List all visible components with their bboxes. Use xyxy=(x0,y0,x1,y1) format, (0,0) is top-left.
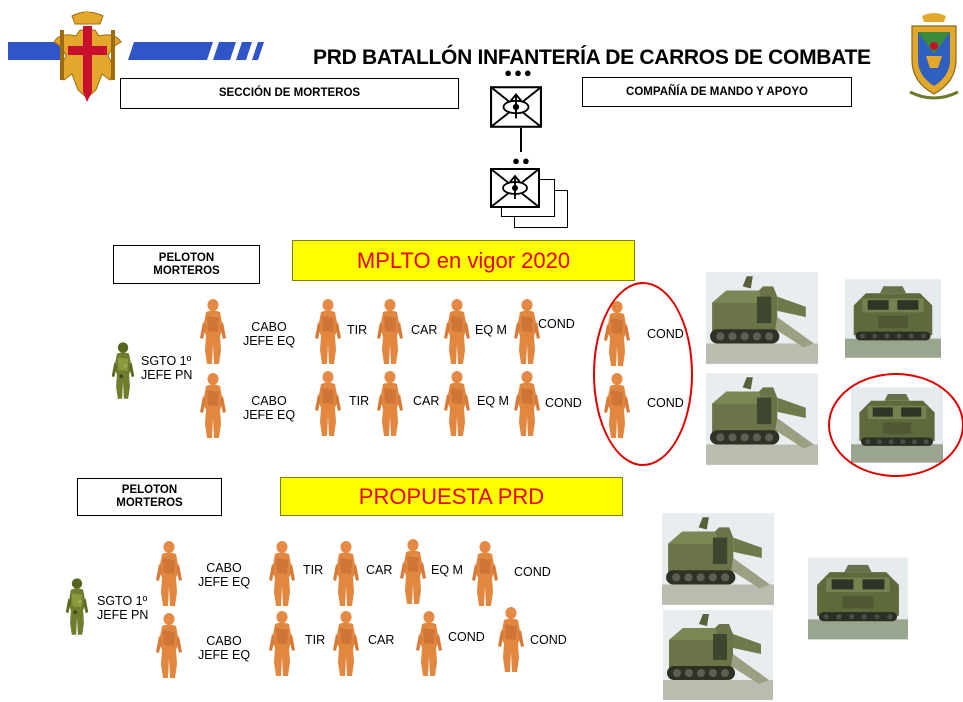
tir-label: TIR xyxy=(305,633,326,647)
company-unit-symbol-icon xyxy=(490,86,542,128)
m113-mortar-carrier-icon xyxy=(662,512,774,606)
brigade-shield-icon xyxy=(908,12,960,102)
car-label: CAR xyxy=(411,323,438,337)
eqm-label: EQ M xyxy=(477,394,509,408)
infantry-soldier-icon xyxy=(442,298,472,366)
tir-label: TIR xyxy=(347,323,368,337)
car-label: CAR xyxy=(413,394,440,408)
infantry-soldier-icon xyxy=(442,370,472,438)
infantry-soldier-icon xyxy=(154,612,184,680)
m113-mortar-carrier-icon xyxy=(706,271,818,365)
section-echelon-dots: ●● xyxy=(512,153,532,168)
car-label: CAR xyxy=(368,633,395,647)
page-title: PRD BATALLÓN INFANTERÍA DE CARROS DE COM… xyxy=(313,46,871,69)
infantry-soldier-icon xyxy=(198,298,228,366)
infantry-soldier-icon xyxy=(512,370,542,438)
m548-ammunition-carrier-icon xyxy=(808,556,908,641)
tir-label: TIR xyxy=(349,394,370,408)
highlight-ellipse-drivers xyxy=(593,282,693,466)
company-box: COMPAÑÍA DE MANDO Y APOYO xyxy=(582,77,852,107)
cond-label: COND xyxy=(448,630,485,644)
eqm-label: EQ M xyxy=(475,323,507,337)
infantry-soldier-icon xyxy=(496,606,526,674)
infantry-soldier-icon xyxy=(375,370,405,438)
highlight-ellipse-vehicle xyxy=(828,373,963,477)
section-unit-stack xyxy=(488,168,580,228)
infantry-soldier-icon xyxy=(331,540,361,608)
company-echelon-dots: ●●● xyxy=(504,65,534,80)
banner-current-label: MPLTO en vigor 2020 xyxy=(356,247,571,273)
infantry-soldier-icon xyxy=(313,298,343,366)
section-label: SECCIÓN DE MORTEROS xyxy=(218,87,361,99)
infantry-soldier-icon xyxy=(375,298,405,366)
infantry-soldier-icon xyxy=(331,610,361,678)
infantry-soldier-icon xyxy=(470,540,500,608)
infantry-soldier-icon xyxy=(398,538,428,606)
cond-label: COND xyxy=(514,565,551,579)
car-label: CAR xyxy=(366,563,393,577)
cond-label: COND xyxy=(530,633,567,647)
infantry-soldier-icon xyxy=(198,372,228,440)
infantry-soldier-icon xyxy=(512,298,542,366)
cond-label: COND xyxy=(538,317,575,331)
m113-mortar-carrier-icon xyxy=(706,372,818,466)
infantry-soldier-icon xyxy=(154,540,184,608)
sgto-soldier-icon xyxy=(110,338,136,404)
cond-label: COND xyxy=(545,396,582,410)
infantry-soldier-icon xyxy=(313,370,343,438)
infantry-soldier-icon xyxy=(267,610,297,678)
banner-proposal-label: PROPUESTA PRD xyxy=(358,483,545,509)
section-box: SECCIÓN DE MORTEROS xyxy=(120,78,459,109)
m548-ammunition-carrier-icon xyxy=(845,277,941,360)
infantry-soldier-icon xyxy=(414,610,444,678)
sgto-soldier-icon xyxy=(64,574,90,640)
company-label: COMPAÑÍA DE MANDO Y APOYO xyxy=(626,85,808,98)
tir-label: TIR xyxy=(303,563,324,577)
infantry-soldier-icon xyxy=(267,540,297,608)
m113-mortar-carrier-icon xyxy=(662,610,774,700)
banner-current: MPLTO en vigor 2020 xyxy=(292,240,635,281)
header-stripe-icon xyxy=(8,38,268,64)
army-emblem-icon xyxy=(50,8,125,106)
eqm-label: EQ M xyxy=(431,563,463,577)
mortar-unit-symbol-icon xyxy=(488,168,542,208)
banner-proposal: PROPUESTA PRD xyxy=(280,477,623,516)
connector-line xyxy=(520,128,522,152)
